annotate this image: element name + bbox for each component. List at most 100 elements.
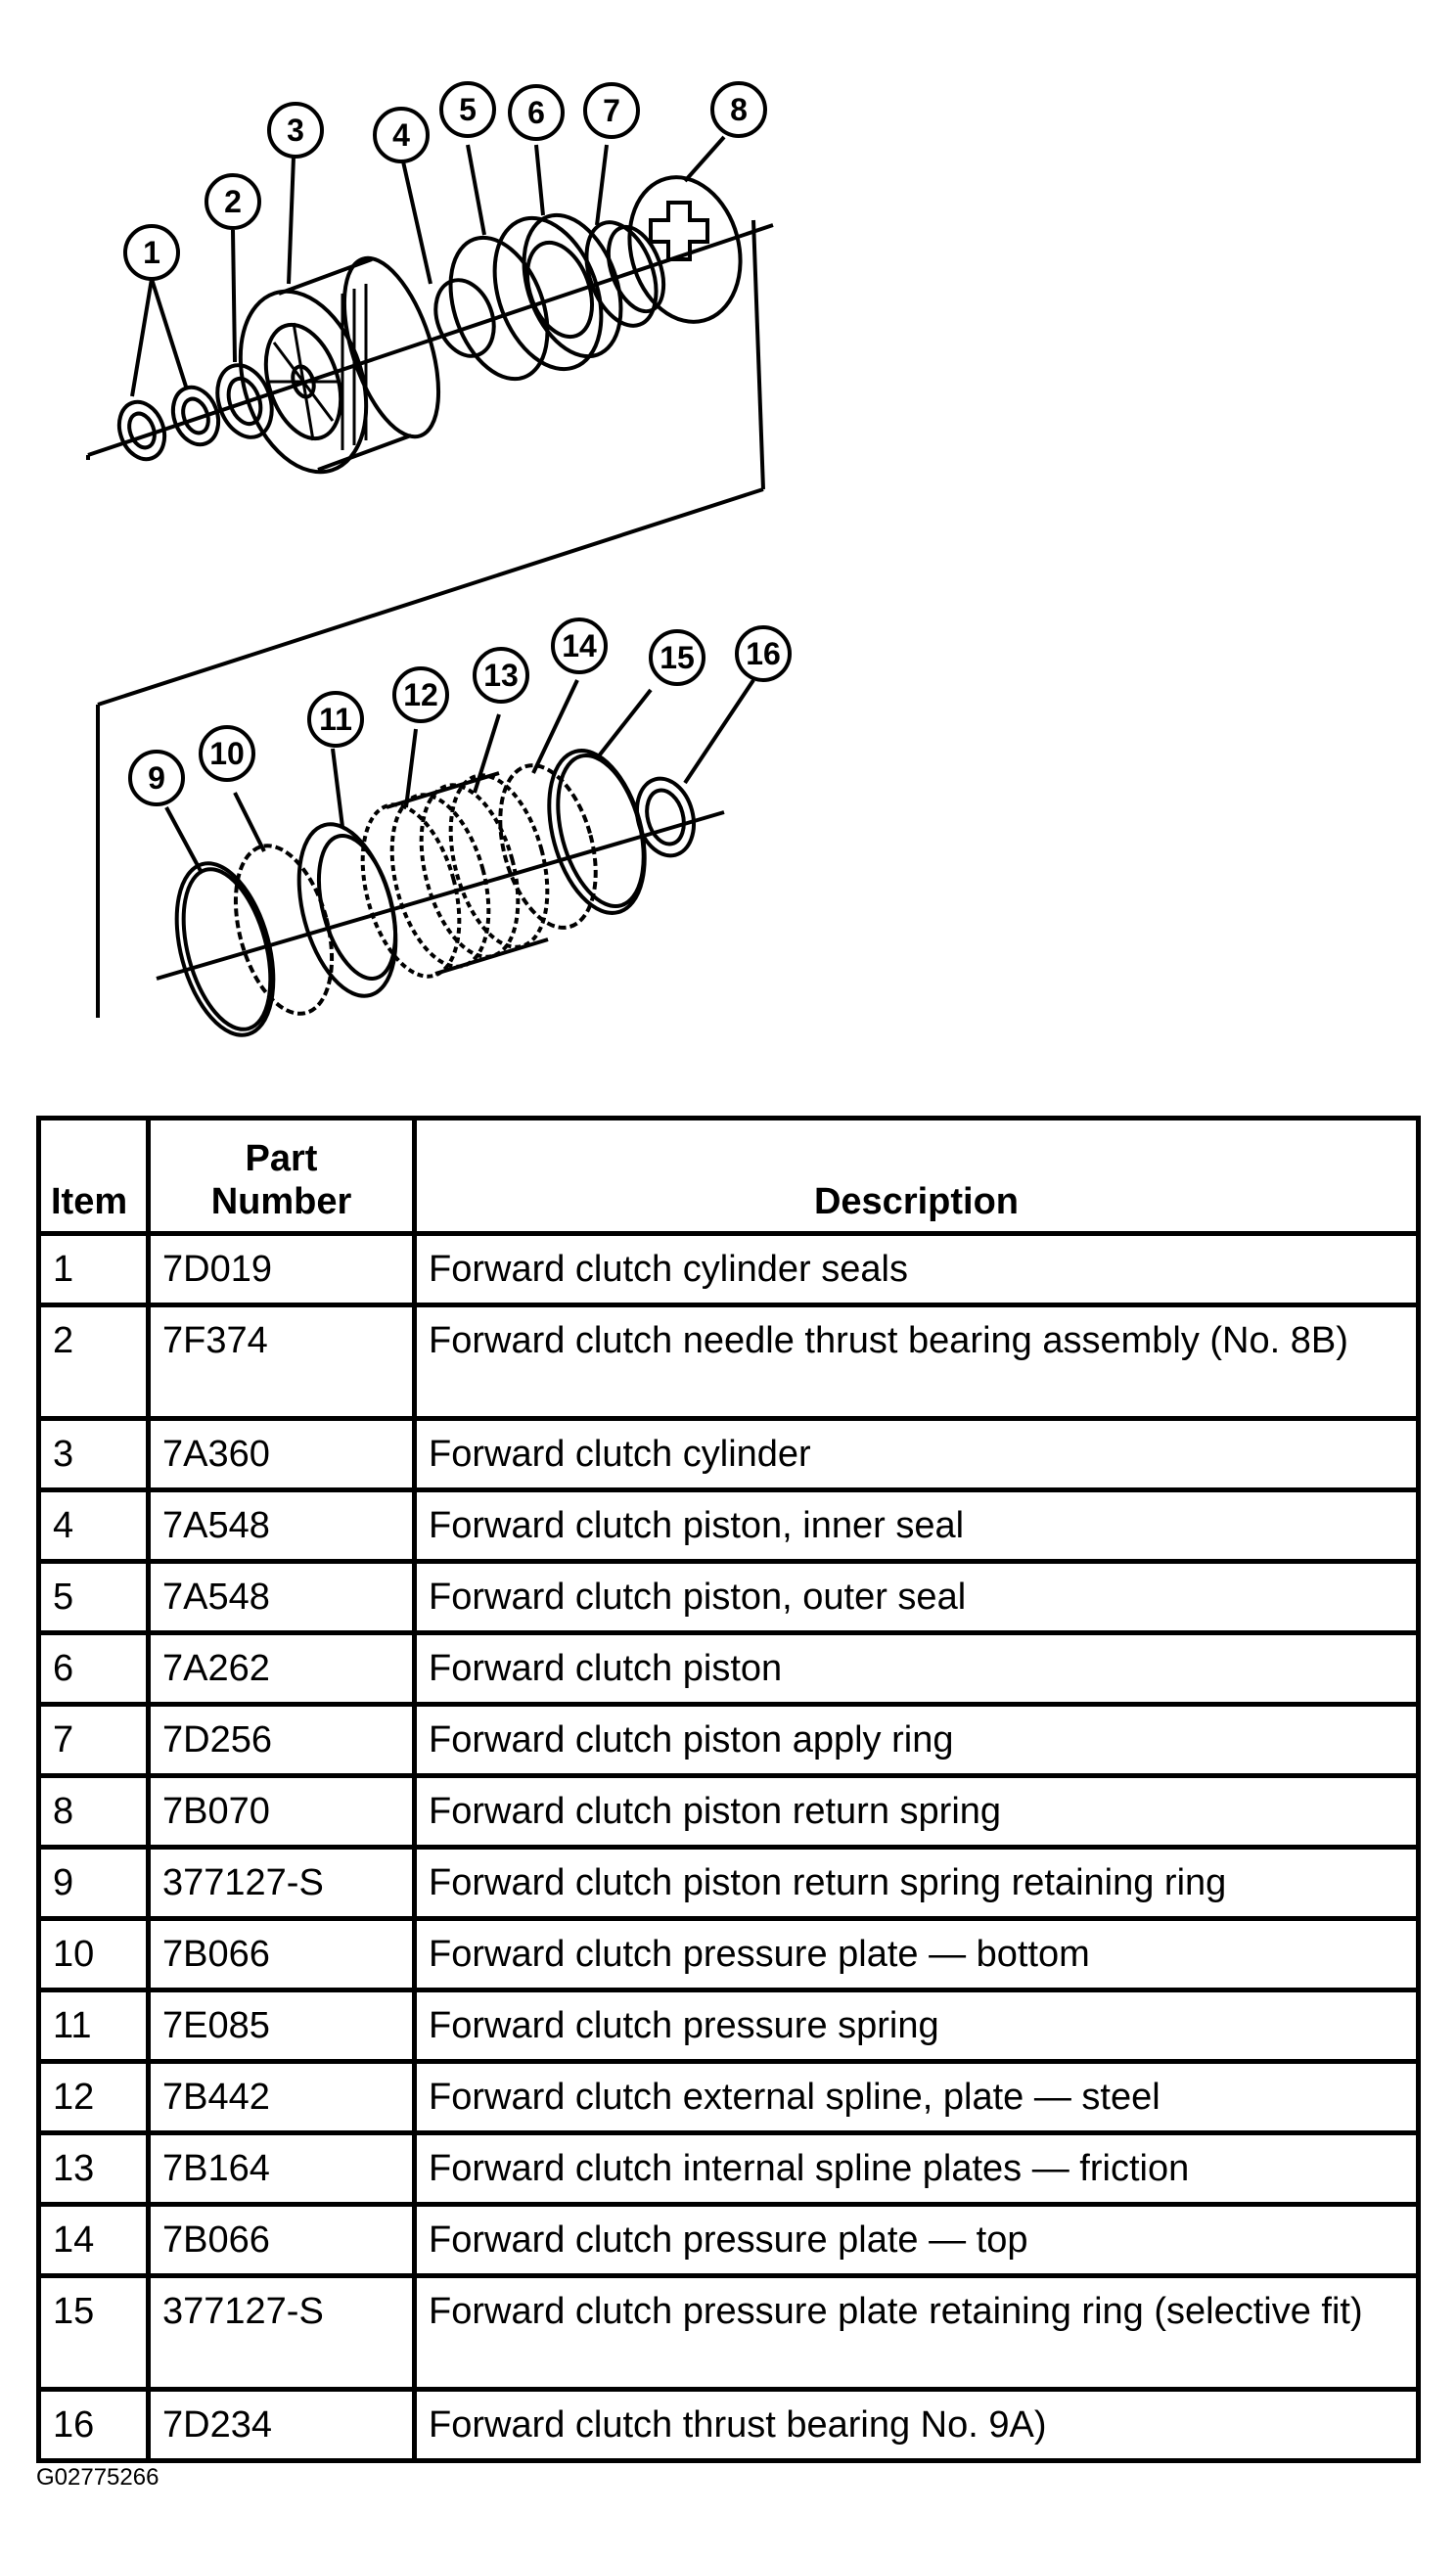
part-number-cell: 7A548 [146,1487,417,1564]
callout-3: 3 [267,102,324,159]
part-number-cell: 377127-S [146,1845,417,1921]
item-cell: 12 [36,2059,151,2135]
item-cell: 8 [36,1773,151,1850]
retaining-ring-part-9 [174,861,276,1037]
plate-stack-parts-12-13 [360,771,550,979]
svg-text:1: 1 [143,235,160,270]
bottom-axis-line [156,810,725,981]
svg-text:2: 2 [224,184,242,219]
description-cell: Forward clutch piston return spring [412,1773,1421,1850]
callout-6: 6 [508,84,565,141]
svg-text:3: 3 [287,113,304,148]
svg-text:4: 4 [392,117,410,153]
thrust-bearing-part-16 [635,776,696,858]
pressure-plate-top-part-14 [498,763,598,930]
item-cell: 11 [36,1988,151,2064]
description-cell: Forward clutch pressure plate retaining … [412,2273,1421,2392]
description-cell: Forward clutch thrust bearing No. 9A) [412,2387,1421,2463]
table-header-row: Item Part Number Description [36,1116,1421,1236]
inner-seal-part-4 [433,278,496,358]
header-part-number: Part Number [146,1116,417,1236]
item-cell: 10 [36,1916,151,1992]
svg-text:8: 8 [730,92,748,127]
header-item: Item [36,1116,151,1236]
svg-text:9: 9 [148,760,165,796]
description-cell: Forward clutch pressure spring [412,1988,1421,2064]
item-cell: 4 [36,1487,151,1564]
piston-part-6 [492,212,623,372]
part-number-cell: 7B070 [146,1773,417,1850]
exploded-view-diagram: 1 2 3 4 5 6 7 8 9 10 11 12 13 14 15 16 [86,81,792,1037]
description-cell: Forward clutch internal spline plates — … [412,2130,1421,2207]
item-cell: 9 [36,1845,151,1921]
part-number-cell: 7D019 [146,1231,417,1307]
clutch-cylinder-part-3 [238,255,441,475]
return-spring-part-8 [627,175,743,324]
item-cell: 1 [36,1231,151,1307]
svg-text:15: 15 [660,640,695,675]
callout-2: 2 [205,173,261,230]
description-cell: Forward clutch piston return spring reta… [412,1845,1421,1921]
top-plane-edge [751,219,765,490]
description-cell: Forward clutch pressure plate — bottom [412,1916,1421,1992]
item-cell: 3 [36,1416,151,1492]
svg-text:13: 13 [483,658,519,693]
svg-text:16: 16 [746,636,781,671]
header-description: Description [412,1116,1421,1236]
description-cell: Forward clutch external spline, plate — … [412,2059,1421,2135]
part-number-cell: 377127-S [146,2273,417,2392]
apply-ring-part-7 [584,220,666,328]
svg-text:10: 10 [209,736,245,771]
thrust-bearing-part-2 [215,363,274,439]
callout-11: 11 [307,691,364,748]
part-number-cell: 7B066 [146,2202,417,2278]
callout-4: 4 [373,107,430,163]
svg-text:11: 11 [319,702,352,737]
part-number-cell: 7B066 [146,1916,417,1992]
svg-text:6: 6 [527,95,545,130]
outer-seal-part-5 [448,235,550,382]
item-cell: 13 [36,2130,151,2207]
callout-1: 1 [123,224,180,281]
item-cell: 2 [36,1303,151,1421]
description-cell: Forward clutch needle thrust bearing ass… [412,1303,1421,1421]
part-number-cell: 7E085 [146,1988,417,2064]
part-number-cell: 7A262 [146,1630,417,1707]
plane-divider-line [97,487,764,707]
description-cell: Forward clutch piston, inner seal [412,1487,1421,1564]
item-cell: 7 [36,1702,151,1778]
callout-12: 12 [392,666,449,723]
callout-10: 10 [199,725,255,782]
part-number-cell: 7D256 [146,1702,417,1778]
callout-9: 9 [128,750,185,806]
item-cell: 15 [36,2273,151,2392]
description-cell: Forward clutch piston apply ring [412,1702,1421,1778]
description-cell: Forward clutch pressure plate — top [412,2202,1421,2278]
description-cell: Forward clutch cylinder seals [412,1231,1421,1307]
header-part-number-line2: Number [210,1181,352,1222]
part-number-cell: 7B442 [146,2059,417,2135]
description-cell: Forward clutch piston [412,1630,1421,1707]
item-cell: 5 [36,1559,151,1635]
callout-14: 14 [551,617,608,674]
seals-part-1 [116,385,221,462]
part-number-cell: 7D234 [146,2387,417,2463]
callout-13: 13 [473,647,529,704]
callout-8: 8 [710,81,767,138]
svg-text:12: 12 [403,677,438,712]
item-cell: 6 [36,1630,151,1707]
description-cell: Forward clutch cylinder [412,1416,1421,1492]
